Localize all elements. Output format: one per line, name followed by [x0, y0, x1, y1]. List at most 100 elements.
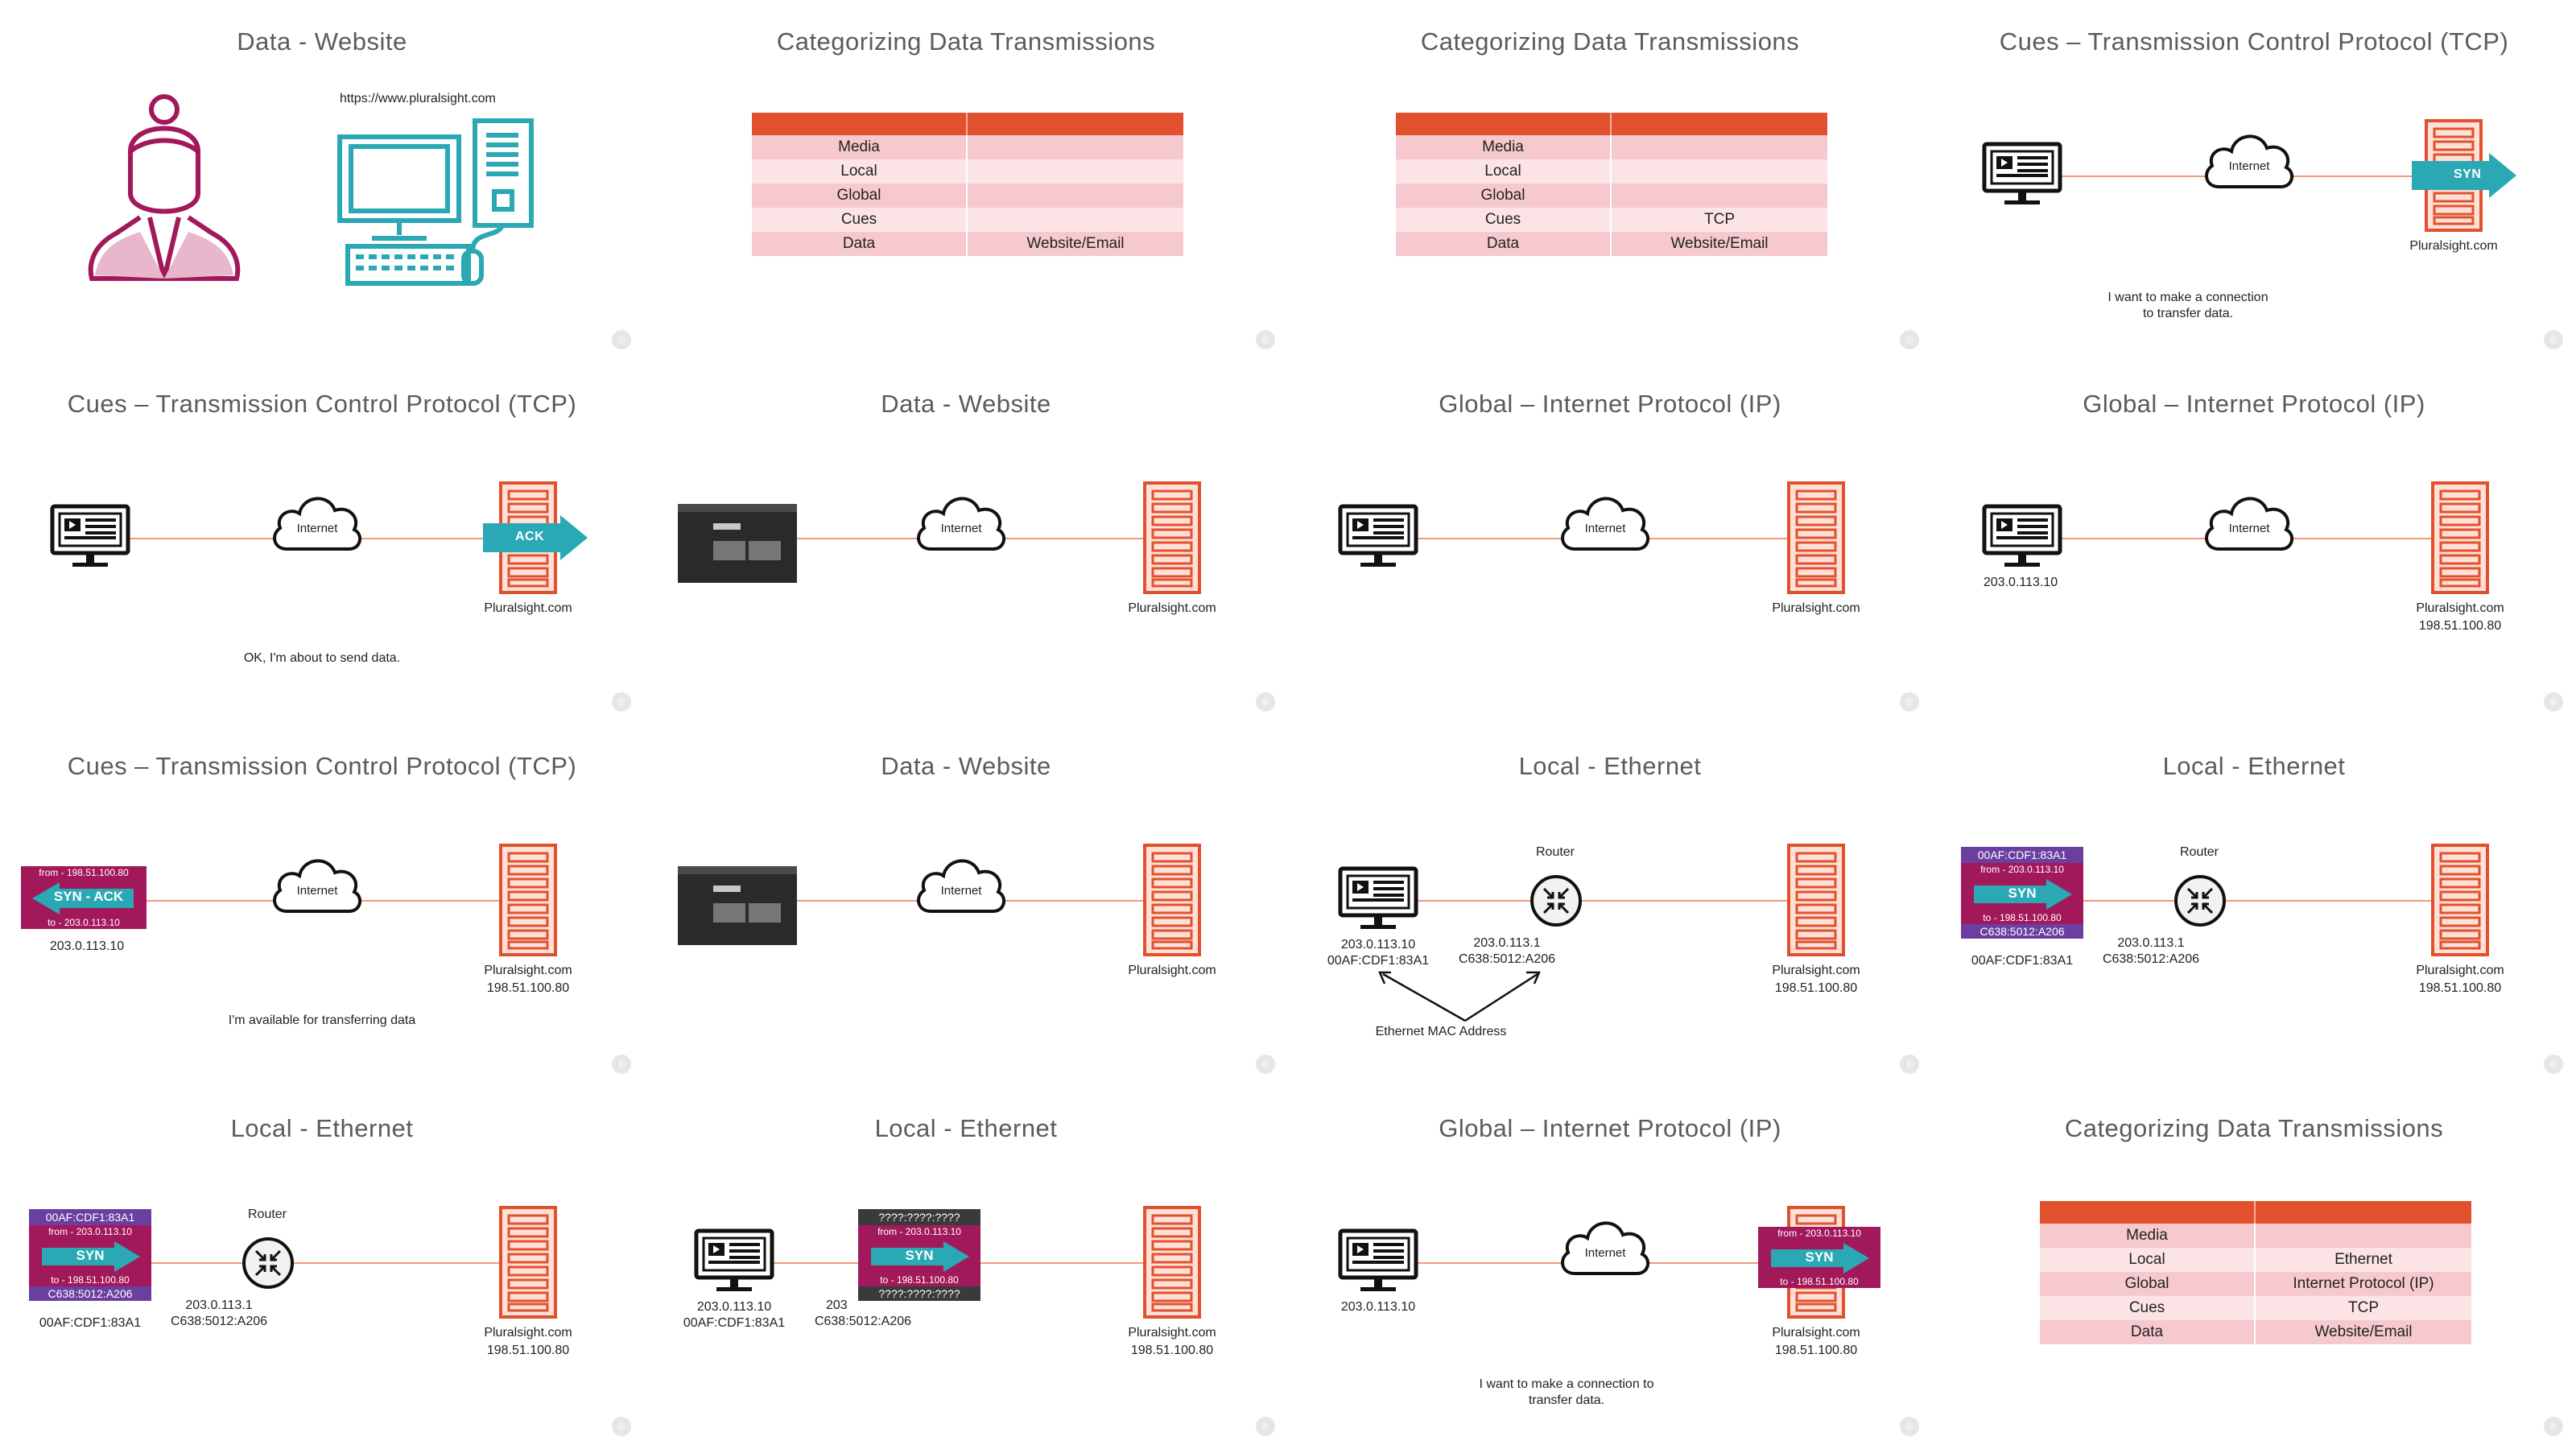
packet-from: from - 203.0.113.10: [1777, 1228, 1861, 1239]
server-name: Pluralsight.com: [484, 601, 572, 615]
slide-categorizing-3: Categorizing Data Transmissions Media Lo…: [1932, 1087, 2576, 1449]
slide-caption: I'm available for transferring data: [228, 1013, 416, 1027]
packet-body: SYN: [1758, 1240, 1880, 1275]
packet-from: from - 198.51.100.80: [21, 866, 147, 879]
server-icon: [1143, 1206, 1201, 1319]
table-row: Global: [752, 184, 1183, 208]
slide-tcp-ack: Cues – Transmission Control Protocol (TC…: [0, 362, 644, 724]
slide-title: Categorizing Data Transmissions: [2064, 1114, 2444, 1142]
monitor-icon: [694, 1228, 774, 1294]
slide-tcp-syn-ack: Cues – Transmission Control Protocol (TC…: [0, 724, 644, 1087]
slide-title: Categorizing Data Transmissions: [776, 27, 1156, 56]
packet-label: SYN: [2008, 886, 2037, 901]
router-mac: C638:5012:A206: [2102, 952, 2200, 966]
connection-line: [113, 1262, 512, 1264]
slide-title: Data - Website: [881, 390, 1051, 418]
slide-global-ip-2: Global – Internet Protocol (IP) 203.0.11…: [1932, 362, 2576, 724]
syn-label: SYN: [2454, 167, 2482, 181]
watermark-icon: ©: [1256, 692, 1275, 712]
slide-data-website-3: Data - Website Internet Pluralsight.com …: [644, 724, 1288, 1087]
connection-line: [1401, 900, 1800, 902]
ethernet-frame: ????:????:???? from - 203.0.113.10 SYN t…: [858, 1209, 980, 1301]
packet-from: from - 203.0.113.10: [877, 1226, 961, 1237]
router-mac: C638:5012:A206: [170, 1315, 268, 1328]
table-row: Media: [1396, 135, 1827, 159]
ack-arrow: ACK: [483, 515, 589, 564]
monitor-icon: [1338, 1228, 1418, 1294]
server-icon: [1787, 844, 1845, 956]
slide-title: Global – Internet Protocol (IP): [1439, 390, 1781, 418]
server-name: Pluralsight.com: [1772, 601, 1860, 615]
server-name: Pluralsight.com: [484, 1326, 572, 1340]
router-mac: C638:5012:A206: [814, 1315, 912, 1328]
client-ip: 203.0.113.10: [1983, 576, 2058, 589]
monitor-icon: [1982, 142, 2062, 208]
slide-caption: OK, I'm about to send data.: [243, 651, 401, 665]
slide-title: Data - Website: [881, 752, 1051, 780]
slide-title: Local - Ethernet: [2162, 752, 2346, 780]
ack-label: ACK: [515, 530, 545, 543]
watermark-icon: ©: [2544, 1055, 2563, 1074]
user-icon: [88, 94, 241, 281]
url-text: https://www.pluralsight.com: [340, 92, 496, 105]
client-mac: 00AF:CDF1:83A1: [683, 1316, 786, 1330]
router-label: Router: [1535, 845, 1575, 859]
packet-label: SYN - ACK: [53, 889, 124, 904]
server-icon: [499, 844, 557, 956]
frame-dest-mac: 00AF:CDF1:83A1: [29, 1209, 151, 1225]
watermark-icon: ©: [2544, 330, 2563, 349]
internet-label: Internet: [296, 522, 338, 535]
slide-local-ethernet-3: Local - Ethernet 00AF:CDF1:83A1 from - 2…: [0, 1087, 644, 1449]
ethernet-frame: 00AF:CDF1:83A1 from - 203.0.113.10 SYN t…: [1961, 847, 2083, 939]
router-icon: [2174, 874, 2227, 927]
router-mac: C638:5012:A206: [1458, 952, 1556, 966]
packet-to: to - 198.51.100.80: [51, 1274, 130, 1286]
watermark-icon: ©: [1256, 330, 1275, 349]
slide-caption: I want to make a connection to transfer …: [1479, 1377, 1654, 1407]
internet-label: Internet: [2228, 159, 2270, 173]
slide-global-ip-1: Global – Internet Protocol (IP) Internet…: [1288, 362, 1932, 724]
mac-pointer-arrows: [1378, 971, 1541, 1022]
website-screenshot: [678, 504, 797, 583]
monitor-icon: [1982, 504, 2062, 570]
slide-local-ethernet-4: Local - Ethernet 203.0.113.10 00AF:CDF1:…: [644, 1087, 1288, 1449]
slide-title: Local - Ethernet: [230, 1114, 414, 1142]
internet-cloud: Internet: [913, 850, 1009, 918]
server-ip: 198.51.100.80: [1774, 981, 1858, 995]
server-ip: 198.51.100.80: [1774, 1344, 1858, 1357]
client-ip: 203.0.113.10: [1340, 938, 1416, 952]
syn-arrow: SYN: [2412, 153, 2518, 202]
table-header: [1396, 113, 1827, 135]
packet-body: SYN - ACK: [21, 879, 147, 916]
watermark-icon: ©: [2544, 692, 2563, 712]
mac-address-label: Ethernet MAC Address: [1375, 1025, 1507, 1038]
watermark-icon: ©: [2544, 1417, 2563, 1436]
server-icon: [2431, 844, 2489, 956]
monitor-icon: [50, 504, 130, 570]
router-ip-partial: 203: [826, 1298, 848, 1312]
server-icon: [1143, 481, 1201, 594]
internet-label: Internet: [1584, 1246, 1626, 1260]
watermark-icon: ©: [1256, 1417, 1275, 1436]
server-name: Pluralsight.com: [1128, 1326, 1216, 1340]
server-ip: 198.51.100.80: [1130, 1344, 1214, 1357]
router-label: Router: [247, 1208, 287, 1221]
server-icon: [2431, 481, 2489, 594]
watermark-icon: ©: [612, 692, 631, 712]
server-icon: [1143, 844, 1201, 956]
frame-src-mac: ????:????:????: [858, 1286, 980, 1301]
internet-label: Internet: [296, 884, 338, 898]
watermark-icon: ©: [1900, 330, 1919, 349]
packet-body: SYN: [858, 1238, 980, 1274]
server-ip: 198.51.100.80: [486, 1344, 570, 1357]
slide-tcp-syn: Cues – Transmission Control Protocol (TC…: [1932, 0, 2576, 362]
slide-title: Cues – Transmission Control Protocol (TC…: [67, 390, 577, 418]
packet-to: to - 203.0.113.10: [47, 917, 120, 928]
connection-line: [2045, 900, 2444, 902]
frame-dest-mac: 00AF:CDF1:83A1: [1961, 847, 2083, 863]
